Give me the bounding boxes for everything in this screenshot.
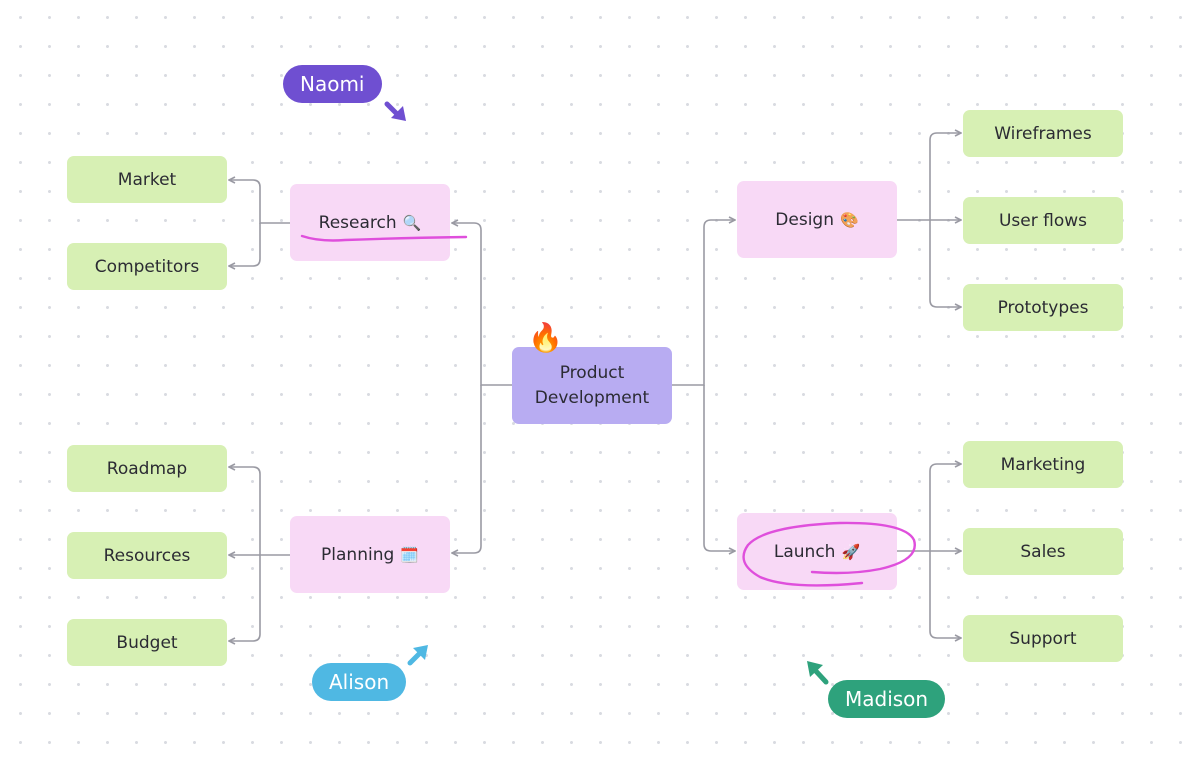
branch-design[interactable]: Design 🎨 <box>737 181 897 258</box>
leaf-label: User flows <box>998 210 1088 231</box>
leaf-label: Market <box>117 169 177 190</box>
collaborator-cursor-alison: Alison <box>312 663 407 701</box>
connector-research-competitors <box>229 223 261 266</box>
pointer-arrow-icon <box>807 661 829 685</box>
connector-planning-budget <box>229 555 261 641</box>
branch-label: Design <box>775 209 834 230</box>
central-node-line1: Product <box>559 362 625 383</box>
collaborator-cursor-madison: Madison <box>828 680 946 718</box>
branch-planning[interactable]: Planning 🗓️ <box>290 516 450 593</box>
connector-center-design <box>672 220 735 386</box>
leaf-label: Marketing <box>1000 454 1086 475</box>
branch-launch[interactable]: Launch 🚀 <box>737 513 897 590</box>
connector-research-market <box>229 180 290 224</box>
leaf-prototypes[interactable]: Prototypes <box>963 284 1123 331</box>
leaf-support[interactable]: Support <box>963 615 1123 662</box>
collaborator-name: Naomi <box>300 72 365 96</box>
connector-center-research <box>452 223 512 386</box>
rocket-icon: 🚀 <box>841 542 861 561</box>
connector-design-wireframes <box>897 133 961 221</box>
palette-icon: 🎨 <box>840 210 859 229</box>
connector-launch-marketing <box>897 464 961 552</box>
pointer-arrow-icon <box>384 101 406 121</box>
collaborator-cursor-naomi: Naomi <box>283 65 382 103</box>
leaf-roadmap[interactable]: Roadmap <box>67 445 227 492</box>
fire-icon: 🔥 <box>528 322 563 353</box>
leaf-label: Prototypes <box>997 297 1089 318</box>
leaf-budget[interactable]: Budget <box>67 619 227 666</box>
leaf-label: Roadmap <box>106 458 188 479</box>
calendar-icon: 🗓️ <box>400 545 419 564</box>
leaf-wireframes[interactable]: Wireframes <box>963 110 1123 157</box>
leaf-label: Budget <box>116 632 178 653</box>
leaf-market[interactable]: Market <box>67 156 227 203</box>
leaf-label: Wireframes <box>994 123 1092 144</box>
leaf-label: Competitors <box>94 256 200 277</box>
connector-center-planning <box>452 385 482 553</box>
leaf-label: Resources <box>103 545 191 566</box>
leaf-competitors[interactable]: Competitors <box>67 243 227 290</box>
leaf-marketing[interactable]: Marketing <box>963 441 1123 488</box>
leaf-resources[interactable]: Resources <box>67 532 227 579</box>
collaborator-name: Madison <box>845 687 929 711</box>
pointer-arrow-icon <box>407 645 428 666</box>
central-node-line2: Development <box>534 387 650 408</box>
leaf-label: Sales <box>1020 541 1066 562</box>
branch-label: Launch <box>773 541 836 562</box>
connector-center-launch <box>703 385 735 551</box>
connector-planning-roadmap <box>229 467 290 556</box>
collaborator-name: Alison <box>329 670 390 694</box>
branch-research[interactable]: Research 🔍 <box>290 184 450 261</box>
branch-label: Planning <box>321 544 395 565</box>
branch-label: Research <box>318 212 397 233</box>
leaf-user-flows[interactable]: User flows <box>963 197 1123 244</box>
magnifier-icon: 🔍 <box>402 213 422 232</box>
leaf-sales[interactable]: Sales <box>963 528 1123 575</box>
connector-launch-support <box>929 551 961 638</box>
central-node[interactable]: Product Development <box>512 347 672 424</box>
connector-design-prototypes <box>929 220 961 307</box>
leaf-label: Support <box>1009 628 1077 649</box>
